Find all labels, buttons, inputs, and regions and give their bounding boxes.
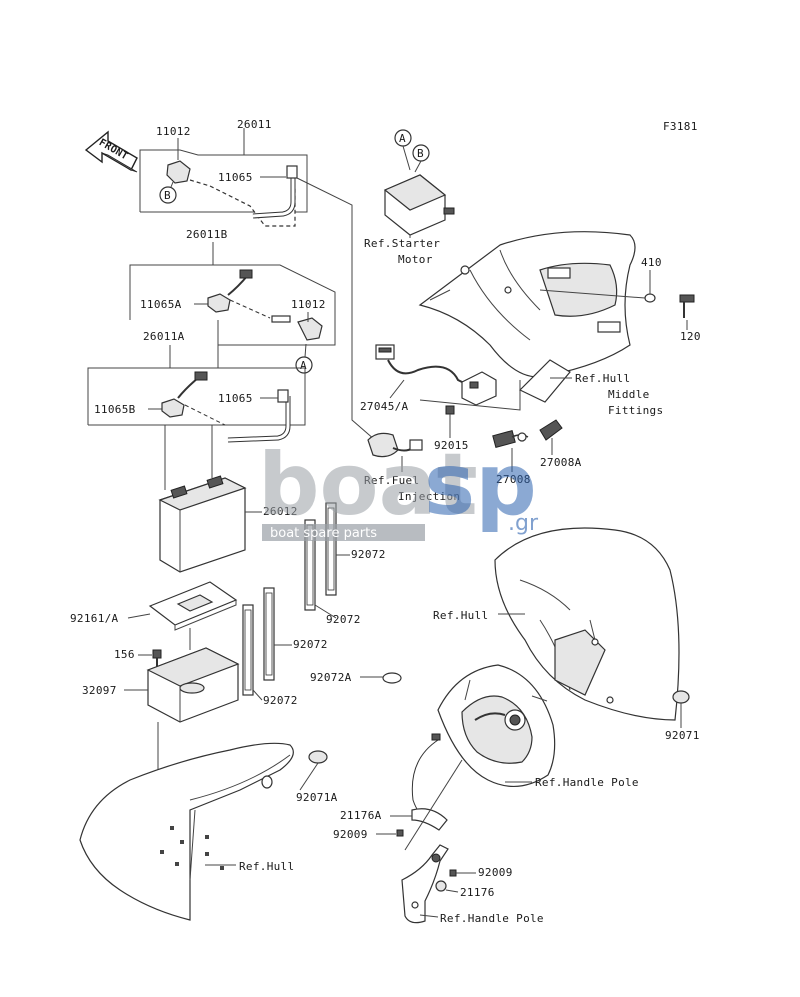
- label-injection: Injection: [398, 490, 460, 503]
- label-ref-handle-1: Ref.Handle Pole: [535, 776, 639, 789]
- harness-27045: 27045/A 92015: [360, 344, 521, 452]
- label-middle: Middle: [608, 388, 650, 401]
- label-ref-starter: Ref.Starter: [364, 237, 440, 250]
- label-11065A: 11065A: [140, 298, 182, 311]
- label-92071A: 92071A: [296, 791, 338, 804]
- label-26012: 26012: [263, 505, 298, 518]
- label-120: 120: [680, 330, 701, 343]
- battery-26012: 26012: [158, 475, 298, 573]
- cable-26011: 26011 11012 B 11065: [139, 118, 308, 227]
- pad-92161: 92161/A: [70, 581, 238, 650]
- label-92015: 92015: [434, 439, 469, 452]
- label-92072A: 92072A: [310, 671, 352, 684]
- keys-27008: 27008 27008A: [492, 419, 582, 486]
- front-arrow: FRONT: [84, 130, 138, 173]
- case-32097: 156 32097: [82, 647, 240, 770]
- label-11065-a: 11065: [218, 171, 253, 184]
- label-27008A: 27008A: [540, 456, 582, 469]
- label-27008: 27008: [496, 473, 531, 486]
- watermark-logo: boat sp .gr boat spare parts: [258, 435, 539, 541]
- hull-lower-left: 92071A Ref.Hull: [79, 742, 338, 921]
- cable-26011A: 26011A 11065B 11065: [87, 330, 306, 443]
- hull-right: 92071 Ref.Hull: [433, 527, 700, 742]
- label-ref-hull-1: Ref.Hull: [239, 860, 294, 873]
- label-92161: 92161/A: [70, 612, 119, 625]
- watermark-word-boat: boat: [258, 435, 478, 535]
- label-26011A: 26011A: [143, 330, 185, 343]
- label-92071: 92071: [665, 729, 700, 742]
- label-ref-fuel: Ref.Fuel: [364, 474, 419, 487]
- label-32097: 32097: [82, 684, 117, 697]
- label-92072-c: 92072: [293, 638, 328, 651]
- label-410: 410: [641, 256, 662, 269]
- label-92072-b: 92072: [326, 613, 361, 626]
- label-11065-b: 11065: [218, 392, 253, 405]
- label-156: 156: [114, 648, 135, 661]
- label-b-2: B: [417, 147, 424, 160]
- label-b-1: B: [164, 189, 171, 202]
- label-92072-d: 92072: [263, 694, 298, 707]
- label-ref-handle-2: Ref.Handle Pole: [440, 912, 544, 925]
- label-fittings: Fittings: [608, 404, 663, 417]
- label-ref-hull-2: Ref.Hull: [433, 609, 488, 622]
- watermark-suffix: .gr: [508, 511, 539, 536]
- watermark-tagline: boat spare parts: [270, 526, 377, 541]
- label-92009-a: 92009: [333, 828, 368, 841]
- straps-92072: 92072 92072 92072 92072 92072A: [242, 502, 402, 707]
- hull-middle-fittings: 410 120 Ref.Hull Middle Fittings: [418, 231, 701, 417]
- fuel-injection-connector: Ref.Fuel Injection: [364, 432, 460, 503]
- label-ref-hull-middle: Ref.Hull: [575, 372, 630, 385]
- label-21176A: 21176A: [340, 809, 382, 822]
- label-11012-a: 11012: [156, 125, 191, 138]
- label-26011B: 26011B: [186, 228, 228, 241]
- label-26011: 26011: [237, 118, 272, 131]
- label-a-1: A: [300, 359, 307, 372]
- watermark-word-sp: sp: [424, 435, 537, 535]
- diagram-code: F3181: [663, 120, 698, 133]
- starter-motor: A B Ref.Starter Motor: [364, 129, 455, 266]
- label-a-2: A: [399, 132, 406, 145]
- handle-pole: Ref.Handle Pole 21176A 92009 92009 21176…: [333, 664, 639, 925]
- label-92009-b: 92009: [478, 866, 513, 879]
- label-motor: Motor: [398, 253, 433, 266]
- label-11065B: 11065B: [94, 403, 136, 416]
- cable-26011B: 26011B 11065A 11012 A: [129, 228, 336, 374]
- label-21176: 21176: [460, 886, 495, 899]
- label-92072-a: 92072: [351, 548, 386, 561]
- label-11012-b: 11012: [291, 298, 326, 311]
- label-27045: 27045/A: [360, 400, 409, 413]
